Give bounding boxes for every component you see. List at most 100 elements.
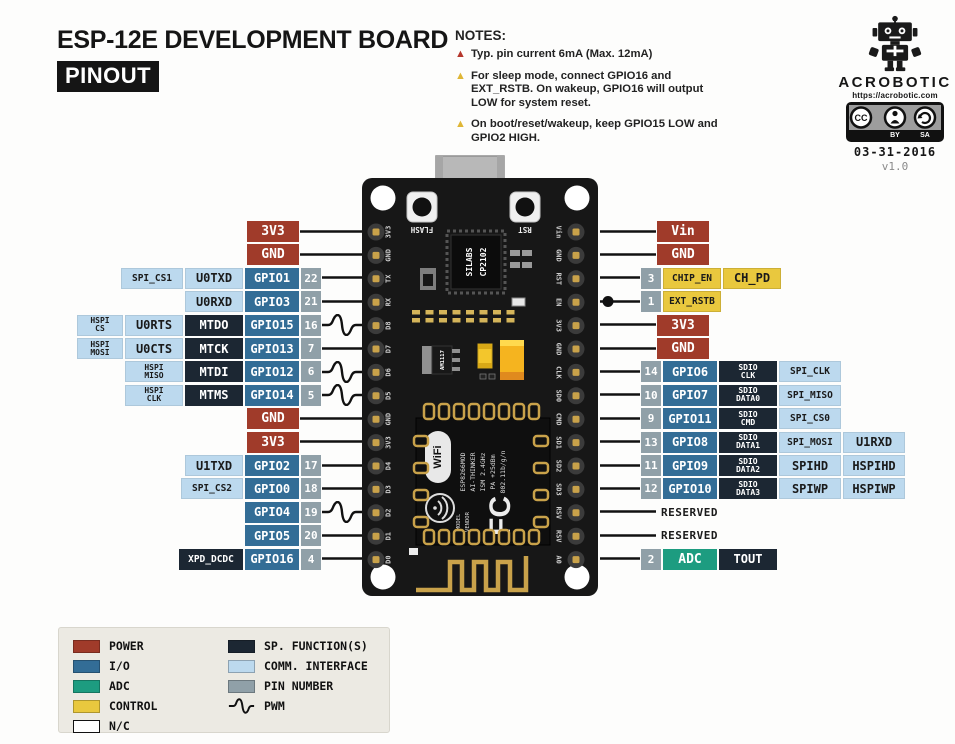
pin-row-right: 3V3 [600,314,710,336]
pin-box-gpio16: GPIO16 [245,548,299,570]
robot-logo-icon [868,15,922,72]
edge-pin-label: D7 [385,345,393,353]
legend-label: PIN NUMBER [264,679,334,693]
pin-box-gpio10: GPIO10 [663,478,717,500]
edge-pin-label: D6 [385,368,393,376]
module-vendor-label: VENDOR [465,511,471,532]
note-text: Typ. pin current 6mA (Max. 12mA) [471,48,653,60]
edge-pin-label: SD2 [555,460,563,473]
pin-box-mtck: MTCK [185,338,243,359]
wire-connector [300,221,362,243]
wire-connector [600,478,640,500]
edge-pin-label: CMD [555,413,563,426]
pin-box-sdio-data1: SDIO DATA1 [719,431,777,453]
legend-column: SP. FUNCTION(S) COMM. INTERFACE PIN NUMBER… [228,636,383,732]
wire-connector [600,267,640,289]
pin-number: 4 [301,548,321,570]
wire-connector [322,548,362,570]
pin-box-ext_rstb: EXT_RSTB [663,291,721,313]
pin-number: 19 [301,501,321,523]
pin-box-gnd: GND [247,244,299,266]
pin-box-gpio11: GPIO11 [663,408,717,430]
legend-label: N/C [109,719,130,733]
warning-triangle-icon: ▲ [455,118,466,130]
brand-block: ACROBOTIC https://acrobotic.com CC BY SA… [838,14,952,173]
edge-pin-label: 3V3 [555,319,563,332]
edge-pin-label: GND [555,343,563,356]
edge-pin-label: Vin [555,226,563,239]
module-model-label: MODEL [456,513,462,530]
pin-number: 1 [641,291,661,313]
pin-box-spi_cs2: SPI_CS2 [181,478,243,500]
svg-text:SILABS: SILABS [465,247,474,276]
pin-box-hspi-mosi: HSPI MOSI [77,338,123,359]
legend-label: SP. FUNCTION(S) [264,639,368,653]
edge-pin-label: 3V3 [385,436,393,449]
note-text: For sleep mode, connect GPIO16 and EXT_R… [471,69,704,109]
pin-box-gnd: GND [247,408,299,430]
pin-number: 17 [301,455,321,476]
mounting-hole [564,185,590,211]
reserved-label: RESERVED [661,505,718,519]
wifi-logo: WiFi [425,431,451,483]
note-text: On boot/reset/wakeup, keep GPIO15 LOW an… [471,118,718,144]
edge-pin-label: D5 [385,392,393,400]
legend-swatch-special [228,639,255,653]
pin-box-u0rxd: U0RXD [185,291,243,313]
pwm-connector [322,501,362,524]
pwm-connector [322,384,362,407]
led-and-capacitor [477,340,524,380]
pin-box-gpio1: GPIO1 [245,267,299,289]
wire-connector [300,244,362,266]
edge-pin-label: SD1 [555,436,563,449]
pin-box-mtdo: MTDO [185,314,243,336]
edge-pin-label: SD3 [555,483,563,496]
module-spec-line: ISM 2.4GHz [479,452,487,491]
pin-number: 11 [641,455,661,476]
pin-box-gpio14: GPIO14 [245,384,299,406]
module-spec-line: AI-THINKER [469,452,477,491]
pin-box-u1txd: U1TXD [185,455,243,476]
svg-text:FLASH: FLASH [410,225,433,234]
legend-item-comm: COMM. INTERFACE [228,656,383,676]
pin-box-ch_pd: CH_PD [723,267,781,289]
pin-box-gpio6: GPIO6 [663,361,717,383]
svg-text:BY: BY [890,132,900,139]
pin-box-3v3: 3V3 [247,431,299,453]
wire-connector [600,384,640,406]
brand-date: 03-31-2016 [853,145,937,159]
pin-number: 9 [641,408,661,430]
pin-number: 5 [301,384,321,406]
flash-button: FLASH [406,191,438,234]
legend-swatch-nc [73,719,100,733]
module-spec-line: 802.11b/g/n [499,450,507,493]
pin-number: 7 [301,338,321,359]
antenna-trace [416,556,529,593]
mounting-hole [370,185,396,211]
pin-box-gpio7: GPIO7 [663,384,717,406]
edge-pin-label: 3V3 [385,226,393,239]
pin-box-hspi-cs: HSPI CS [77,314,123,336]
edge-pin-label: D8 [385,321,393,329]
legend-label: COMM. INTERFACE [264,659,368,673]
pin-box-gpio3: GPIO3 [245,291,299,313]
pin-box-3v3: 3V3 [247,221,299,242]
pin-row-left: GND [246,244,362,266]
pin-box-spihd: SPIHD [779,455,841,476]
edge-pin-label: GND [555,249,563,262]
pin-box-gnd: GND [657,244,709,266]
pin-number: 12 [641,478,661,500]
pwm-icon [228,697,255,715]
